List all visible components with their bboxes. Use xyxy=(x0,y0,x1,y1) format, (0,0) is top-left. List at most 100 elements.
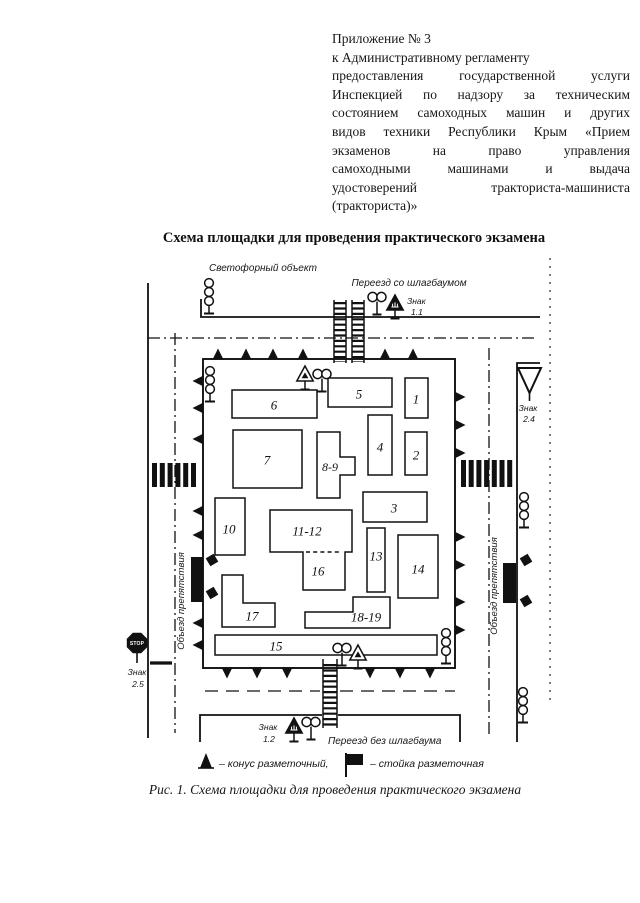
crossing-without-barrier-label: Переезд без шлагбаума xyxy=(328,735,442,747)
traffic-light-icon xyxy=(517,686,529,724)
obstacle-detour-label-right: Объезд препятствия xyxy=(489,537,500,635)
obstacle-block xyxy=(191,557,203,602)
zone-number: 4 xyxy=(377,440,384,455)
header-line: Приложение № 3 xyxy=(332,31,431,46)
obstacle-left xyxy=(191,552,220,602)
zone-box-6 xyxy=(231,389,318,419)
crossing-signal-icon xyxy=(367,291,387,316)
cone-icon xyxy=(279,667,295,680)
traffic-light-icon xyxy=(518,491,530,529)
obstacle-right xyxy=(503,552,534,609)
traffic-light-icon xyxy=(203,277,215,315)
sign-number: 1.2 xyxy=(263,734,275,744)
cone-icon xyxy=(191,527,204,543)
zone-number: 8-9 xyxy=(322,460,338,474)
post-legend-text: – стойка разметочная xyxy=(369,758,484,770)
zone-number: 11-12 xyxy=(292,524,322,539)
zone-number: 13 xyxy=(370,549,384,564)
cone-icon xyxy=(238,347,254,360)
traffic-light-object-label: Светофорный объект xyxy=(209,262,317,274)
zone-number: 18-19 xyxy=(351,610,382,625)
zone-box-18-19 xyxy=(304,596,391,629)
cone-icon xyxy=(454,622,467,638)
cone-legend-icon xyxy=(198,753,214,769)
zone-number: 14 xyxy=(412,562,426,577)
roads xyxy=(147,258,551,742)
zone-number: 5 xyxy=(356,387,363,402)
cone-icon xyxy=(191,503,204,519)
zone-box-14 xyxy=(397,534,439,599)
zone-box-2 xyxy=(404,431,428,476)
appendix-header: Приложение № 3 к Административному регла… xyxy=(332,30,630,216)
cone-icon xyxy=(219,667,235,680)
cone-icon xyxy=(454,445,467,461)
sign-word: Знак xyxy=(128,667,148,677)
marker-diamond-icon xyxy=(518,552,534,568)
cone-icon xyxy=(377,347,393,360)
cone-icon xyxy=(422,667,438,680)
zone-number: 17 xyxy=(246,609,260,624)
cone-icon xyxy=(265,347,281,360)
zone-number: 1 xyxy=(413,392,420,407)
header-line: самоходными машинами и выдача xyxy=(332,161,630,177)
railway-crossing-with-barrier-icon xyxy=(333,300,365,363)
pedestrian-crossing-right xyxy=(461,460,513,487)
zone-box-13 xyxy=(366,527,386,593)
railway-crossing-without-barrier-icon xyxy=(322,659,338,728)
cone-icon xyxy=(191,615,204,631)
pedestrian-crossing-left xyxy=(152,463,196,487)
cone-legend-text: – конус разметочный, xyxy=(218,758,329,770)
cone-icon xyxy=(191,637,204,653)
cone-icon xyxy=(295,347,311,360)
zone-number: 2 xyxy=(413,448,420,463)
sign-1-2-label: Знак 1.2 xyxy=(259,722,279,744)
diagram-container: 1 2 3 4 5 6 7 8-9 10 11-12 13 14 15 16 1… xyxy=(0,253,640,780)
sign-number: 2.5 xyxy=(131,679,144,689)
stop-sign-icon: STOP xyxy=(126,632,148,663)
bottom-road-edge-line xyxy=(199,714,461,742)
zone-box-3 xyxy=(362,491,428,523)
header-line: Инспекцией по надзору за техническим xyxy=(332,86,630,102)
sign-word: Знак xyxy=(259,722,279,732)
cone-icon xyxy=(392,667,408,680)
header-line: к Административному регламенту xyxy=(332,49,530,65)
sign-number: 1.1 xyxy=(411,307,423,317)
cone-icon xyxy=(454,417,467,433)
zone-box-10 xyxy=(214,497,246,556)
zone-box-11-12-16 xyxy=(269,509,353,591)
header-line: видов техники Республики Крым «Прием xyxy=(332,123,630,139)
cone-icon xyxy=(362,667,378,680)
figure-caption: Рис. 1. Схема площадки для проведения пр… xyxy=(148,782,522,797)
railway-crossing-sign-icon xyxy=(385,294,405,320)
cone-icon xyxy=(454,389,467,405)
sign-word: Знак xyxy=(519,403,539,413)
cone-icon xyxy=(454,594,467,610)
zone-box-4 xyxy=(367,414,393,476)
cone-icon xyxy=(249,667,265,680)
zone-numbers: 1 2 3 4 5 6 7 8-9 10 11-12 13 14 15 16 1… xyxy=(223,387,426,654)
cone-icon xyxy=(191,400,204,416)
crossing-with-barrier-label: Переезд со шлагбаумом xyxy=(351,277,466,289)
post-legend-icon xyxy=(345,753,363,777)
obstacle-block xyxy=(503,563,516,603)
give-way-sign-icon xyxy=(516,367,543,401)
cone-icon xyxy=(405,347,421,360)
cone-icon xyxy=(191,373,204,389)
zone-number: 6 xyxy=(271,398,278,413)
cone-icon xyxy=(210,347,226,360)
zone-box-7 xyxy=(232,429,303,489)
figure-title: Схема площадки для проведения практическ… xyxy=(162,230,546,246)
zone-number: 10 xyxy=(223,522,237,537)
zone-number: 3 xyxy=(390,501,398,516)
zone-number: 16 xyxy=(312,564,326,579)
header-line: экзаменов на право управления xyxy=(332,142,630,158)
sign-2-5-label: Знак 2.5 xyxy=(128,667,148,689)
header-line: (тракториста)» xyxy=(332,198,418,214)
sign-word: Знак xyxy=(407,296,427,306)
zone-box-8-9 xyxy=(316,431,356,499)
railway-crossing-sign-icon xyxy=(284,717,304,743)
cone-icon xyxy=(454,557,467,573)
right-road-edge-line xyxy=(516,362,540,742)
marker-diamond-icon xyxy=(518,593,534,609)
zone-box-5 xyxy=(327,377,393,408)
